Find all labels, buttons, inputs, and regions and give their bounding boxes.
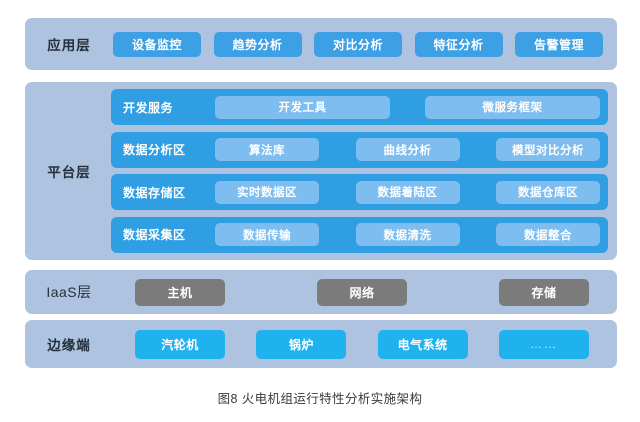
edge-box[interactable]: 电气系统 [377, 329, 468, 359]
application-box[interactable]: 趋势分析 [213, 31, 302, 57]
iaas-box[interactable]: 存储 [499, 278, 589, 306]
layer-application-title: 应用层 [47, 38, 91, 53]
edge-box[interactable]: 锅炉 [256, 329, 347, 359]
platform-row-items: 数据传输 数据清洗 数据整合 [215, 217, 608, 253]
edge-box-group: 汽轮机 锅炉电气系统 …… [135, 320, 589, 368]
platform-box[interactable]: 微服务框架 [425, 95, 600, 119]
platform-box[interactable]: 数据仓库区 [496, 180, 600, 204]
platform-box[interactable]: 实时数据区 [215, 180, 319, 204]
application-box-group: 设备监控趋势分析对比分析特征分析告警管理 [113, 18, 603, 70]
platform-row: 数据分析区 算法库 曲线分析 模型对比分析 [111, 131, 608, 168]
platform-box[interactable]: 模型对比分析 [496, 138, 600, 162]
layer-edge: 边缘端 汽轮机 锅炉电气系统 …… [25, 320, 617, 368]
iaas-box[interactable]: 网络 [317, 278, 407, 306]
platform-box[interactable]: 数据着陆区 [355, 180, 460, 204]
iaas-box[interactable]: 主机 [135, 278, 225, 306]
platform-row-items: 实时数据区 数据着陆区 数据仓库区 [215, 174, 608, 210]
platform-box[interactable]: 开发工具 [215, 95, 390, 119]
layer-platform-title: 平台层 [47, 165, 91, 180]
application-box[interactable]: 对比分析 [314, 31, 402, 57]
layer-edge-title: 边缘端 [47, 338, 91, 353]
platform-box[interactable]: 算法库 [215, 138, 319, 162]
platform-row-label: 开发服务 [123, 100, 174, 115]
platform-row-label: 数据分析区 [123, 143, 186, 158]
platform-box[interactable]: 数据传输 [215, 223, 319, 247]
figure-caption: 图8 火电机组运行特性分析实施架构 [217, 392, 423, 406]
platform-row-label: 数据采集区 [123, 228, 186, 243]
iaas-box-group: 主机 网络 存储 [135, 270, 589, 314]
platform-box[interactable]: 数据整合 [496, 223, 600, 247]
application-box[interactable]: 特征分析 [414, 31, 503, 57]
platform-row: 开发服务 开发工具 微服务框架 [111, 89, 608, 125]
application-box[interactable]: 告警管理 [515, 31, 603, 57]
platform-row: 数据采集区 数据传输 数据清洗 数据整合 [111, 216, 608, 253]
layer-iaas-title: IaaS层 [46, 284, 92, 300]
layer-iaas: IaaS层 主机 网络 存储 [25, 270, 617, 314]
layer-platform: 平台层 开发服务 开发工具 微服务框架数据分析区 算法库 曲线分析 模型对比分析数据存储区… [25, 82, 617, 260]
platform-row-items: 算法库 曲线分析 模型对比分析 [215, 132, 608, 168]
layer-application: 应用层 设备监控趋势分析对比分析特征分析告警管理 [25, 18, 617, 70]
application-box[interactable]: 设备监控 [113, 31, 201, 57]
platform-row-label: 数据存储区 [123, 185, 186, 200]
edge-box[interactable]: …… [498, 329, 589, 359]
edge-box[interactable]: 汽轮机 [135, 329, 225, 359]
platform-row-items: 开发工具 微服务框架 [215, 89, 608, 125]
platform-box[interactable]: 数据清洗 [355, 223, 460, 247]
platform-row: 数据存储区 实时数据区 数据着陆区 数据仓库区 [111, 174, 608, 211]
platform-box[interactable]: 曲线分析 [355, 138, 460, 162]
platform-row-group: 开发服务 开发工具 微服务框架数据分析区 算法库 曲线分析 模型对比分析数据存储区 实时数据… [111, 89, 608, 253]
